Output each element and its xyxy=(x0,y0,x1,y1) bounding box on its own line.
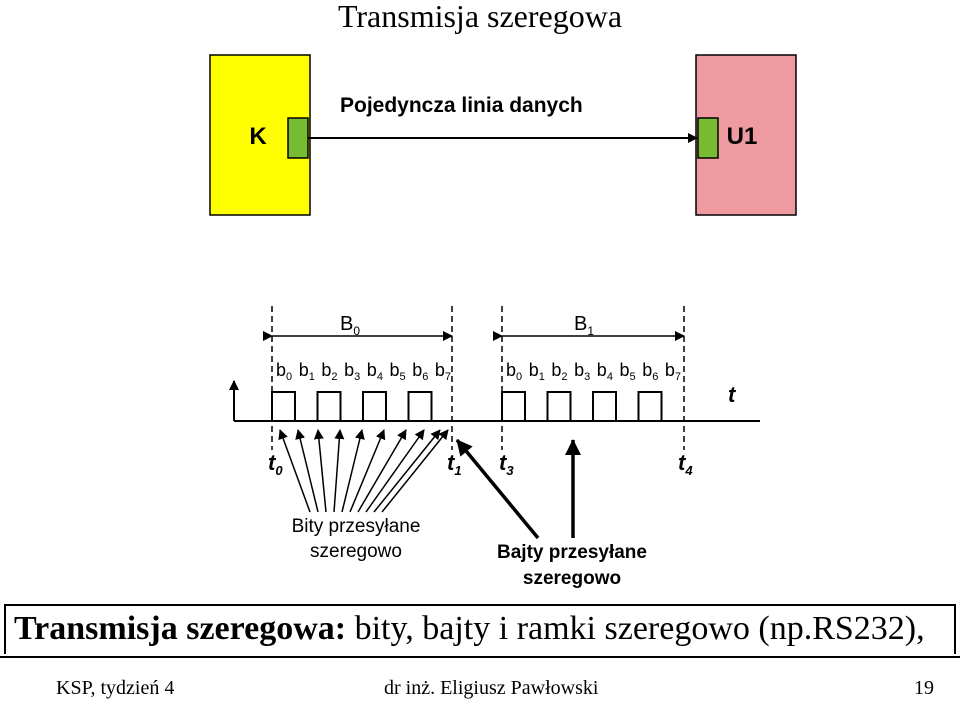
t0-subscript: 0 xyxy=(275,463,283,478)
bit-label-byte0-6: b6 xyxy=(412,360,428,383)
bits-caption-line-1: Bity przesyłane xyxy=(292,516,421,537)
bit-label-byte0-7: b7 xyxy=(435,360,451,383)
bits-caption-line-2: szeregowo xyxy=(310,541,402,562)
caption-bar: Transmisja szeregowa: bity, bajty i ramk… xyxy=(4,604,956,654)
byte-1-label: B1 xyxy=(574,313,594,338)
bit-label-byte0-2: b2 xyxy=(321,360,337,383)
time-label-t3: t3 xyxy=(499,450,514,478)
footer-page-number: 19 xyxy=(914,677,934,699)
bit-label-byte1-0: b0 xyxy=(506,360,522,383)
caption-rest-text: bity, bajty i ramki szeregowo (np.RS232)… xyxy=(346,610,925,647)
t1-subscript: 1 xyxy=(454,463,461,478)
bit-arrow-6 xyxy=(357,429,407,513)
bit-label-byte0-5: b5 xyxy=(390,360,406,383)
bit-arrow-4 xyxy=(341,429,365,513)
t3-letter: t xyxy=(499,450,508,475)
bit-label-byte0-0: b0 xyxy=(276,360,292,383)
data-line-label: Pojedyncza linia danych xyxy=(340,94,583,117)
t4-subscript: 4 xyxy=(684,463,693,478)
bit-arrow-5 xyxy=(349,429,386,513)
bit-arrow-9 xyxy=(381,429,449,513)
bit-label-byte1-5: b5 xyxy=(620,360,636,383)
footer-course: KSP, tydzień 4 xyxy=(56,677,175,699)
bit-label-byte1-7: b7 xyxy=(665,360,681,383)
device-k-label: K xyxy=(249,123,267,150)
t0-letter: t xyxy=(268,450,277,475)
caption-divider xyxy=(0,656,960,658)
t4-letter: t xyxy=(678,450,687,475)
device-u1-port xyxy=(697,117,719,159)
byte-0-letter: B xyxy=(340,313,353,335)
time-label-t0: t0 xyxy=(268,450,283,478)
bit-label-byte1-6: b6 xyxy=(642,360,658,383)
signal-waveform xyxy=(271,391,684,422)
bit-label-byte1-2: b2 xyxy=(551,360,567,383)
bit-arrows xyxy=(278,429,449,513)
bytes-caption-line-2: szeregowo xyxy=(523,568,621,589)
slide-title: Transmisja szeregowa xyxy=(337,0,623,34)
bit-label-byte1-3: b3 xyxy=(574,360,590,383)
byte-0-label: B0 xyxy=(340,313,360,338)
bit-label-byte1-4: b4 xyxy=(597,360,613,383)
time-label-t1: t1 xyxy=(447,450,462,478)
bit-label-byte1-1: b1 xyxy=(529,360,545,383)
time-axis-label: t xyxy=(728,382,737,407)
bytes-caption-line-1: Bajty przesyłane xyxy=(497,542,647,563)
bit-label-byte0-3: b3 xyxy=(344,360,360,383)
bit-labels: b0 b1 b2 b3 b4 b5 b6 b7 b0 b1 b2 b3 b4 b5 b6 b7 xyxy=(276,360,681,383)
caption-bold-text: Transmisja szeregowa: xyxy=(14,610,347,647)
bit-arrow-8 xyxy=(373,429,441,513)
device-u1-label: U1 xyxy=(727,123,758,150)
t1-letter: t xyxy=(447,450,456,475)
device-k-port xyxy=(287,117,309,159)
time-label-t4: t4 xyxy=(678,450,693,478)
bit-label-byte0-1: b1 xyxy=(299,360,315,383)
byte-arrow-diagonal xyxy=(455,438,540,540)
bit-arrow-1 xyxy=(295,429,319,513)
byte-1-letter: B xyxy=(574,313,587,335)
bit-label-byte0-4: b4 xyxy=(367,360,383,383)
bit-arrow-0 xyxy=(278,429,311,513)
bit-arrow-2 xyxy=(313,429,327,513)
bit-arrow-7 xyxy=(365,429,425,513)
footer-author: dr inż. Eligiusz Pawłowski xyxy=(384,677,599,699)
bit-arrow-3 xyxy=(333,429,345,513)
t3-subscript: 3 xyxy=(506,463,514,478)
